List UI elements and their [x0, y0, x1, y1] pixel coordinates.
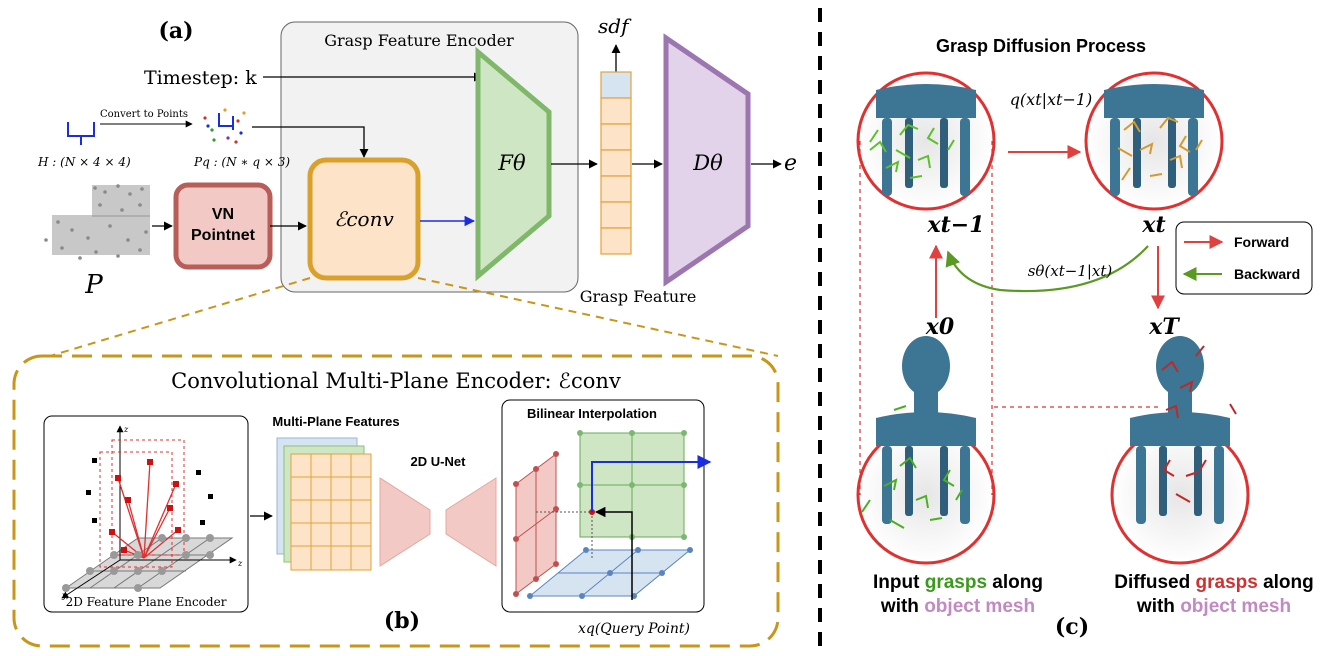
vn-pointnet-line1: VN [212, 206, 234, 223]
xT-label: xT [1148, 314, 1180, 340]
grasp-feature-label: Grasp Feature [580, 287, 697, 306]
legend-forward-label: Forward [1234, 234, 1289, 250]
chair-image-bottom-right [1110, 336, 1250, 565]
d-theta-block [663, 33, 751, 287]
point-cloud-label: P [84, 270, 103, 300]
point-cloud [44, 184, 150, 260]
bilinear-label: Bilinear Interpolation [527, 406, 657, 421]
x0-label: x0 [925, 314, 955, 340]
x-t-minus-1-label: xt−1 [926, 212, 984, 238]
panel-b-box [12, 354, 780, 648]
unet-encoder [379, 477, 431, 567]
axis-y-label: y [61, 591, 67, 600]
multi-plane-features [276, 437, 372, 571]
vn-pointnet-line2: Pointnet [191, 227, 256, 244]
panel-c-label: (c) [1055, 614, 1089, 640]
caption-left-line2: with object mesh [880, 596, 1035, 617]
caption-left-line1: Input grasps along [873, 572, 1043, 593]
f-theta-label: Fθ [497, 151, 526, 175]
panel-b-title: Convolutional Multi-Plane Encoder: ℰconv [171, 369, 621, 393]
x-t-label: xt [1141, 212, 1165, 238]
gripper-icon [67, 122, 95, 145]
pq-points-icon [203, 108, 246, 144]
diffusion-title: Grasp Diffusion Process [936, 36, 1146, 56]
econv-label: ℰconv [334, 207, 394, 231]
query-point-label: xq(Query Point) [578, 621, 690, 637]
backward-arrow [945, 245, 1149, 293]
panel-b-label: (b) [384, 608, 420, 634]
h-shape-label: H : (N × 4 × 4) [37, 155, 131, 169]
vn-pointnet-block [173, 182, 273, 270]
legend-backward-label: Backward [1234, 266, 1300, 282]
plane-encoder-box [43, 415, 249, 613]
chair-image-bottom-left [856, 336, 996, 565]
f-theta-block [475, 46, 552, 282]
unet-label: 2D U-Net [411, 454, 467, 469]
econv-block [307, 157, 421, 281]
timestep-label: Timestep: k [144, 67, 257, 89]
d-theta-label: Dθ [692, 151, 723, 175]
e-label: e [784, 151, 797, 176]
caption-right-line1: Diffused grasps along [1114, 572, 1314, 593]
convert-to-points-label: Convert to Points [100, 109, 188, 120]
zoom-line-left [49, 277, 311, 357]
link-lines [859, 141, 1160, 495]
chair-image-top-right [1084, 71, 1224, 211]
q-label: q(xt|xt−1) [1010, 90, 1093, 109]
chair-image-top-left [856, 71, 996, 211]
legend-box [1175, 221, 1313, 295]
axis-z-label: z [123, 425, 129, 434]
encoder-title: Grasp Feature Encoder [324, 31, 514, 50]
unet-decoder [445, 477, 497, 567]
grasp-feature-vector [600, 71, 632, 255]
multi-plane-label: Multi-Plane Features [272, 414, 399, 429]
axis-z2-label: z [237, 559, 243, 568]
pq-to-econv-arrow [252, 126, 369, 158]
bilinear-illustration [513, 430, 712, 600]
pq-shape-label: Pq : (N ∗ q × 3) [193, 155, 290, 169]
plane-encoder-illustration [61, 425, 237, 599]
panel-a-label: (a) [158, 18, 193, 44]
plane-encoder-label: 2D Feature Plane Encoder [66, 595, 227, 609]
s-theta-label: sθ(xt−1|xt) [1028, 262, 1113, 280]
caption-right-line2: with object mesh [1136, 596, 1291, 617]
sdf-label: sdf [598, 14, 632, 38]
zoom-line-right [417, 277, 779, 357]
